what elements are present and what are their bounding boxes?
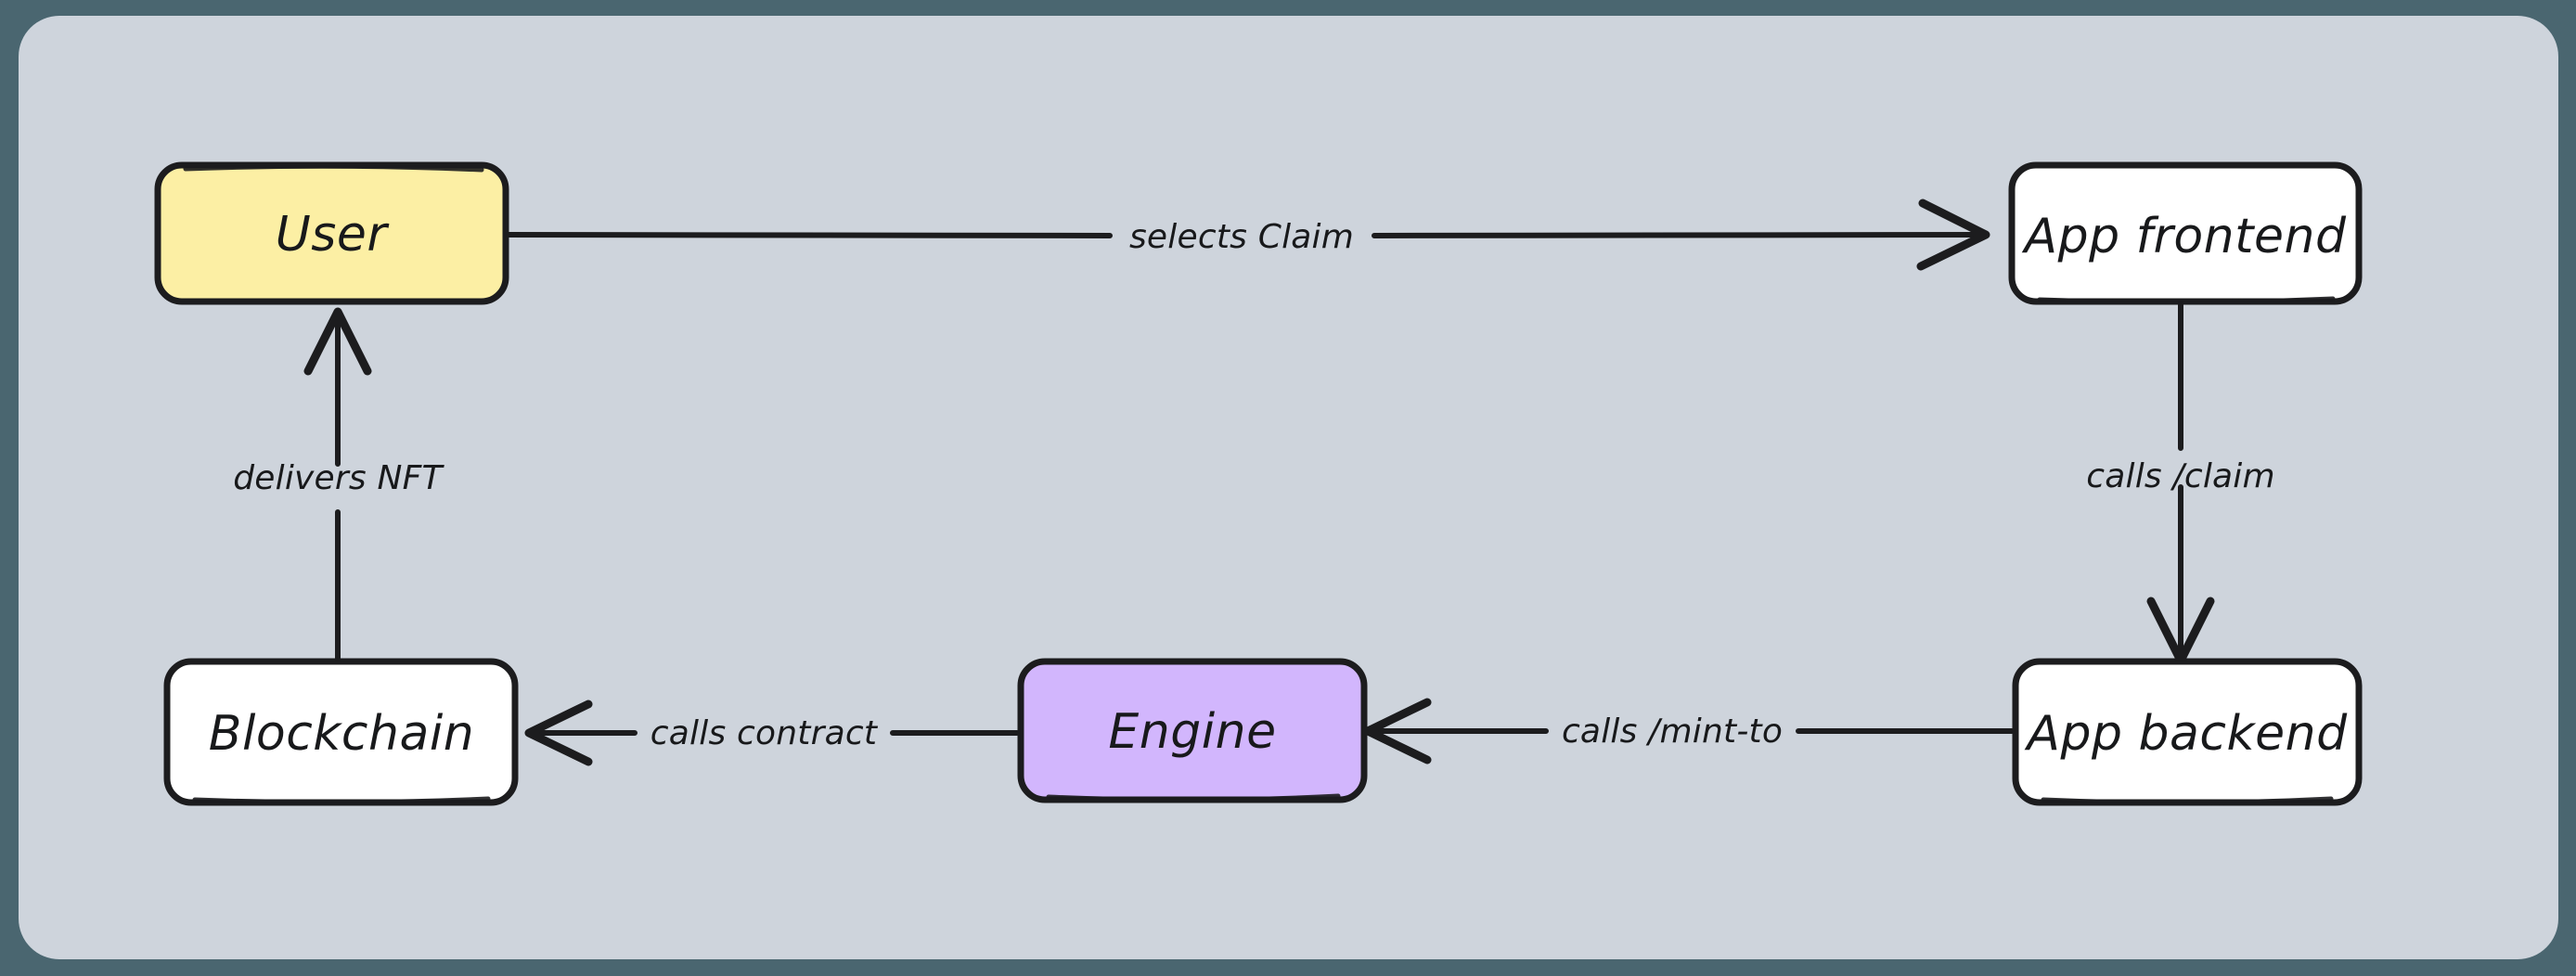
node-engine-sketch-accent <box>1046 793 1341 803</box>
node-blockchain-sketch-accent <box>192 796 491 805</box>
edge-app-backend-to-engine: calls /mint-to <box>1363 698 2015 764</box>
edge-user-to-app-frontend: selects Claim <box>505 199 1990 271</box>
node-app-backend-sketch-accent <box>2041 796 2334 805</box>
node-app-frontend-label: App frontend <box>2022 209 2347 264</box>
arrowhead-right-frontend <box>1916 199 1990 271</box>
node-engine[interactable]: Engine <box>1017 658 1368 803</box>
edge-blockchain-to-user: delivers NFT <box>233 307 444 663</box>
arrowhead-left-blockchain <box>524 700 593 766</box>
node-engine-label: Engine <box>1108 704 1276 760</box>
edge-engine-to-blockchain: calls contract <box>524 700 1020 766</box>
node-app-frontend-sketch-accent <box>2037 296 2336 305</box>
edge-line-selects-claim <box>505 232 1981 238</box>
edge-label-calls-mint-to: calls /mint-to <box>1562 713 1783 751</box>
edge-label-selects-claim: selects Claim <box>1129 218 1354 256</box>
edge-app-frontend-to-app-backend: calls /claim <box>2086 301 2275 665</box>
node-app-backend[interactable]: App backend <box>2012 658 2363 806</box>
arrowhead-up-user <box>303 307 372 376</box>
edge-label-calls-claim: calls /claim <box>2086 457 2275 495</box>
edge-label-calls-contract: calls contract <box>650 714 879 752</box>
node-blockchain[interactable]: Blockchain <box>163 658 519 806</box>
node-blockchain-label: Blockchain <box>209 706 474 762</box>
edge-label-delivers-nft: delivers NFT <box>233 459 444 497</box>
node-app-backend-label: App backend <box>2024 706 2348 762</box>
node-user-label: User <box>276 207 391 263</box>
node-user[interactable]: User <box>154 161 509 305</box>
node-app-frontend[interactable]: App frontend <box>2008 161 2363 305</box>
node-user-sketch-accent <box>183 163 484 173</box>
arrowhead-left-engine <box>1363 698 1432 764</box>
